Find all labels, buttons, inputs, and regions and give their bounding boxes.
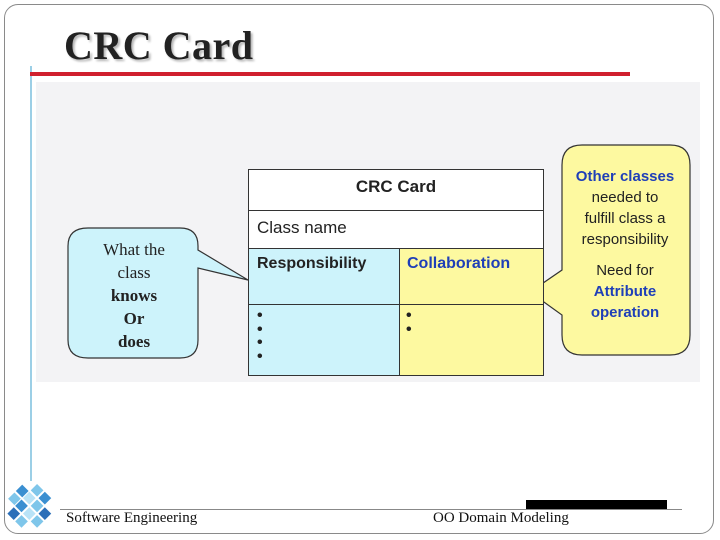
right-callout-line: fulfill class a (584, 210, 666, 227)
left-callout-bubble (67, 227, 249, 359)
right-callout-line: Need for (596, 262, 654, 279)
collaboration-bullet: • (406, 307, 412, 324)
footer-divider (60, 509, 682, 510)
footer-accent-bar (526, 500, 667, 509)
crc-responsibility-cell: • • • • (249, 305, 400, 375)
left-callout-line: What the (103, 240, 165, 259)
collaboration-bullet-list: • • (406, 307, 543, 338)
slide-frame (4, 4, 714, 534)
right-callout-line: needed to (591, 189, 659, 206)
right-callout-line: Attribute (593, 283, 657, 300)
crc-card-table: CRC Card Class name Responsibility Colla… (248, 169, 544, 376)
footer-topic-name: OO Domain Modeling (433, 510, 569, 526)
responsibility-bullet: • (257, 347, 263, 365)
footer-course-name: Software Engineering (66, 510, 198, 526)
left-accent-rule (30, 66, 32, 481)
callout-spacer (563, 250, 687, 260)
slide-title: CRC Card (64, 23, 254, 68)
responsibility-bullet-list: • • • • (257, 307, 399, 365)
left-callout-line: does (117, 332, 151, 351)
crc-responsibility-header: Responsibility (249, 249, 400, 305)
right-callout-line: Other classes (575, 168, 675, 185)
right-callout-bubble (528, 144, 691, 356)
title-underline (30, 72, 630, 76)
right-callout-text: Other classes needed to fulfill class a … (563, 166, 687, 323)
responsibility-bullet: • (257, 334, 263, 351)
right-callout-line: responsibility (581, 231, 669, 248)
left-callout-line: Or (123, 309, 145, 328)
collaboration-bullet: • (406, 320, 412, 338)
crc-collaboration-cell: • • (400, 305, 543, 375)
crc-collaboration-header: Collaboration (400, 249, 543, 305)
crc-class-name-row: Class name (249, 211, 543, 249)
crc-card-header: CRC Card (249, 170, 543, 211)
responsibility-bullet: • (257, 307, 263, 324)
left-callout-line: class (117, 263, 151, 282)
diamond-logo-icon (7, 483, 52, 528)
right-callout-line: operation (590, 304, 660, 321)
responsibility-bullet: • (257, 320, 263, 338)
left-callout-line: knows (110, 286, 158, 305)
left-callout-text: What the class knows Or does (70, 238, 198, 353)
